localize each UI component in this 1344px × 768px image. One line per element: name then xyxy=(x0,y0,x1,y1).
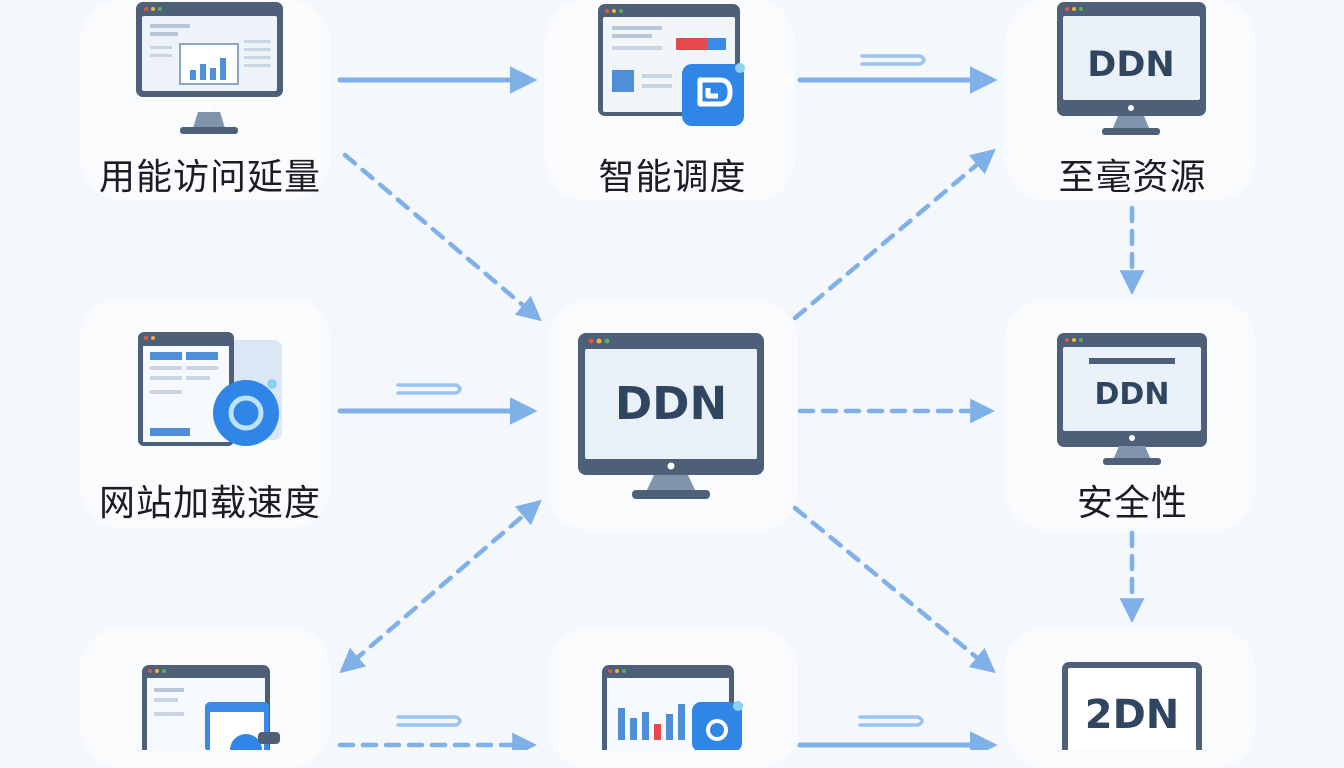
security-screen-text: DDN xyxy=(1095,377,1170,412)
arrow-center-to-bottom-right xyxy=(792,505,996,674)
latency-monitor-icon xyxy=(136,2,283,134)
label-security: 安全性 xyxy=(1076,483,1188,524)
schedule-window-icon xyxy=(598,4,745,126)
label-schedule: 智能调度 xyxy=(598,157,747,198)
flow-diagram: DDN DDN DDN xyxy=(136,2,1207,750)
label-resource: 至毫资源 xyxy=(1058,157,1207,198)
bottom-middle-window-icon xyxy=(602,665,743,750)
arrow-center-to-resource xyxy=(792,148,996,321)
bottom-right-monitor-icon: 2DN xyxy=(1062,662,1202,750)
bottom-left-window-icon xyxy=(142,665,280,750)
center-monitor-icon: DDN xyxy=(578,333,764,499)
resource-monitor-icon: DDN xyxy=(1057,2,1206,135)
bottom-right-screen-text: 2DN xyxy=(1085,692,1180,738)
website-document-icon xyxy=(138,332,282,446)
speed-lines xyxy=(396,54,926,727)
center-screen-text: DDN xyxy=(615,377,727,430)
resource-screen-text: DDN xyxy=(1087,45,1174,85)
label-latency: 用能访问延量 xyxy=(98,157,321,198)
label-website: 网站加载速度 xyxy=(98,483,321,524)
security-monitor-icon: DDN xyxy=(1057,333,1207,465)
arrow-latency-to-center xyxy=(342,152,542,322)
arrow-center-bottom-left xyxy=(339,499,542,674)
